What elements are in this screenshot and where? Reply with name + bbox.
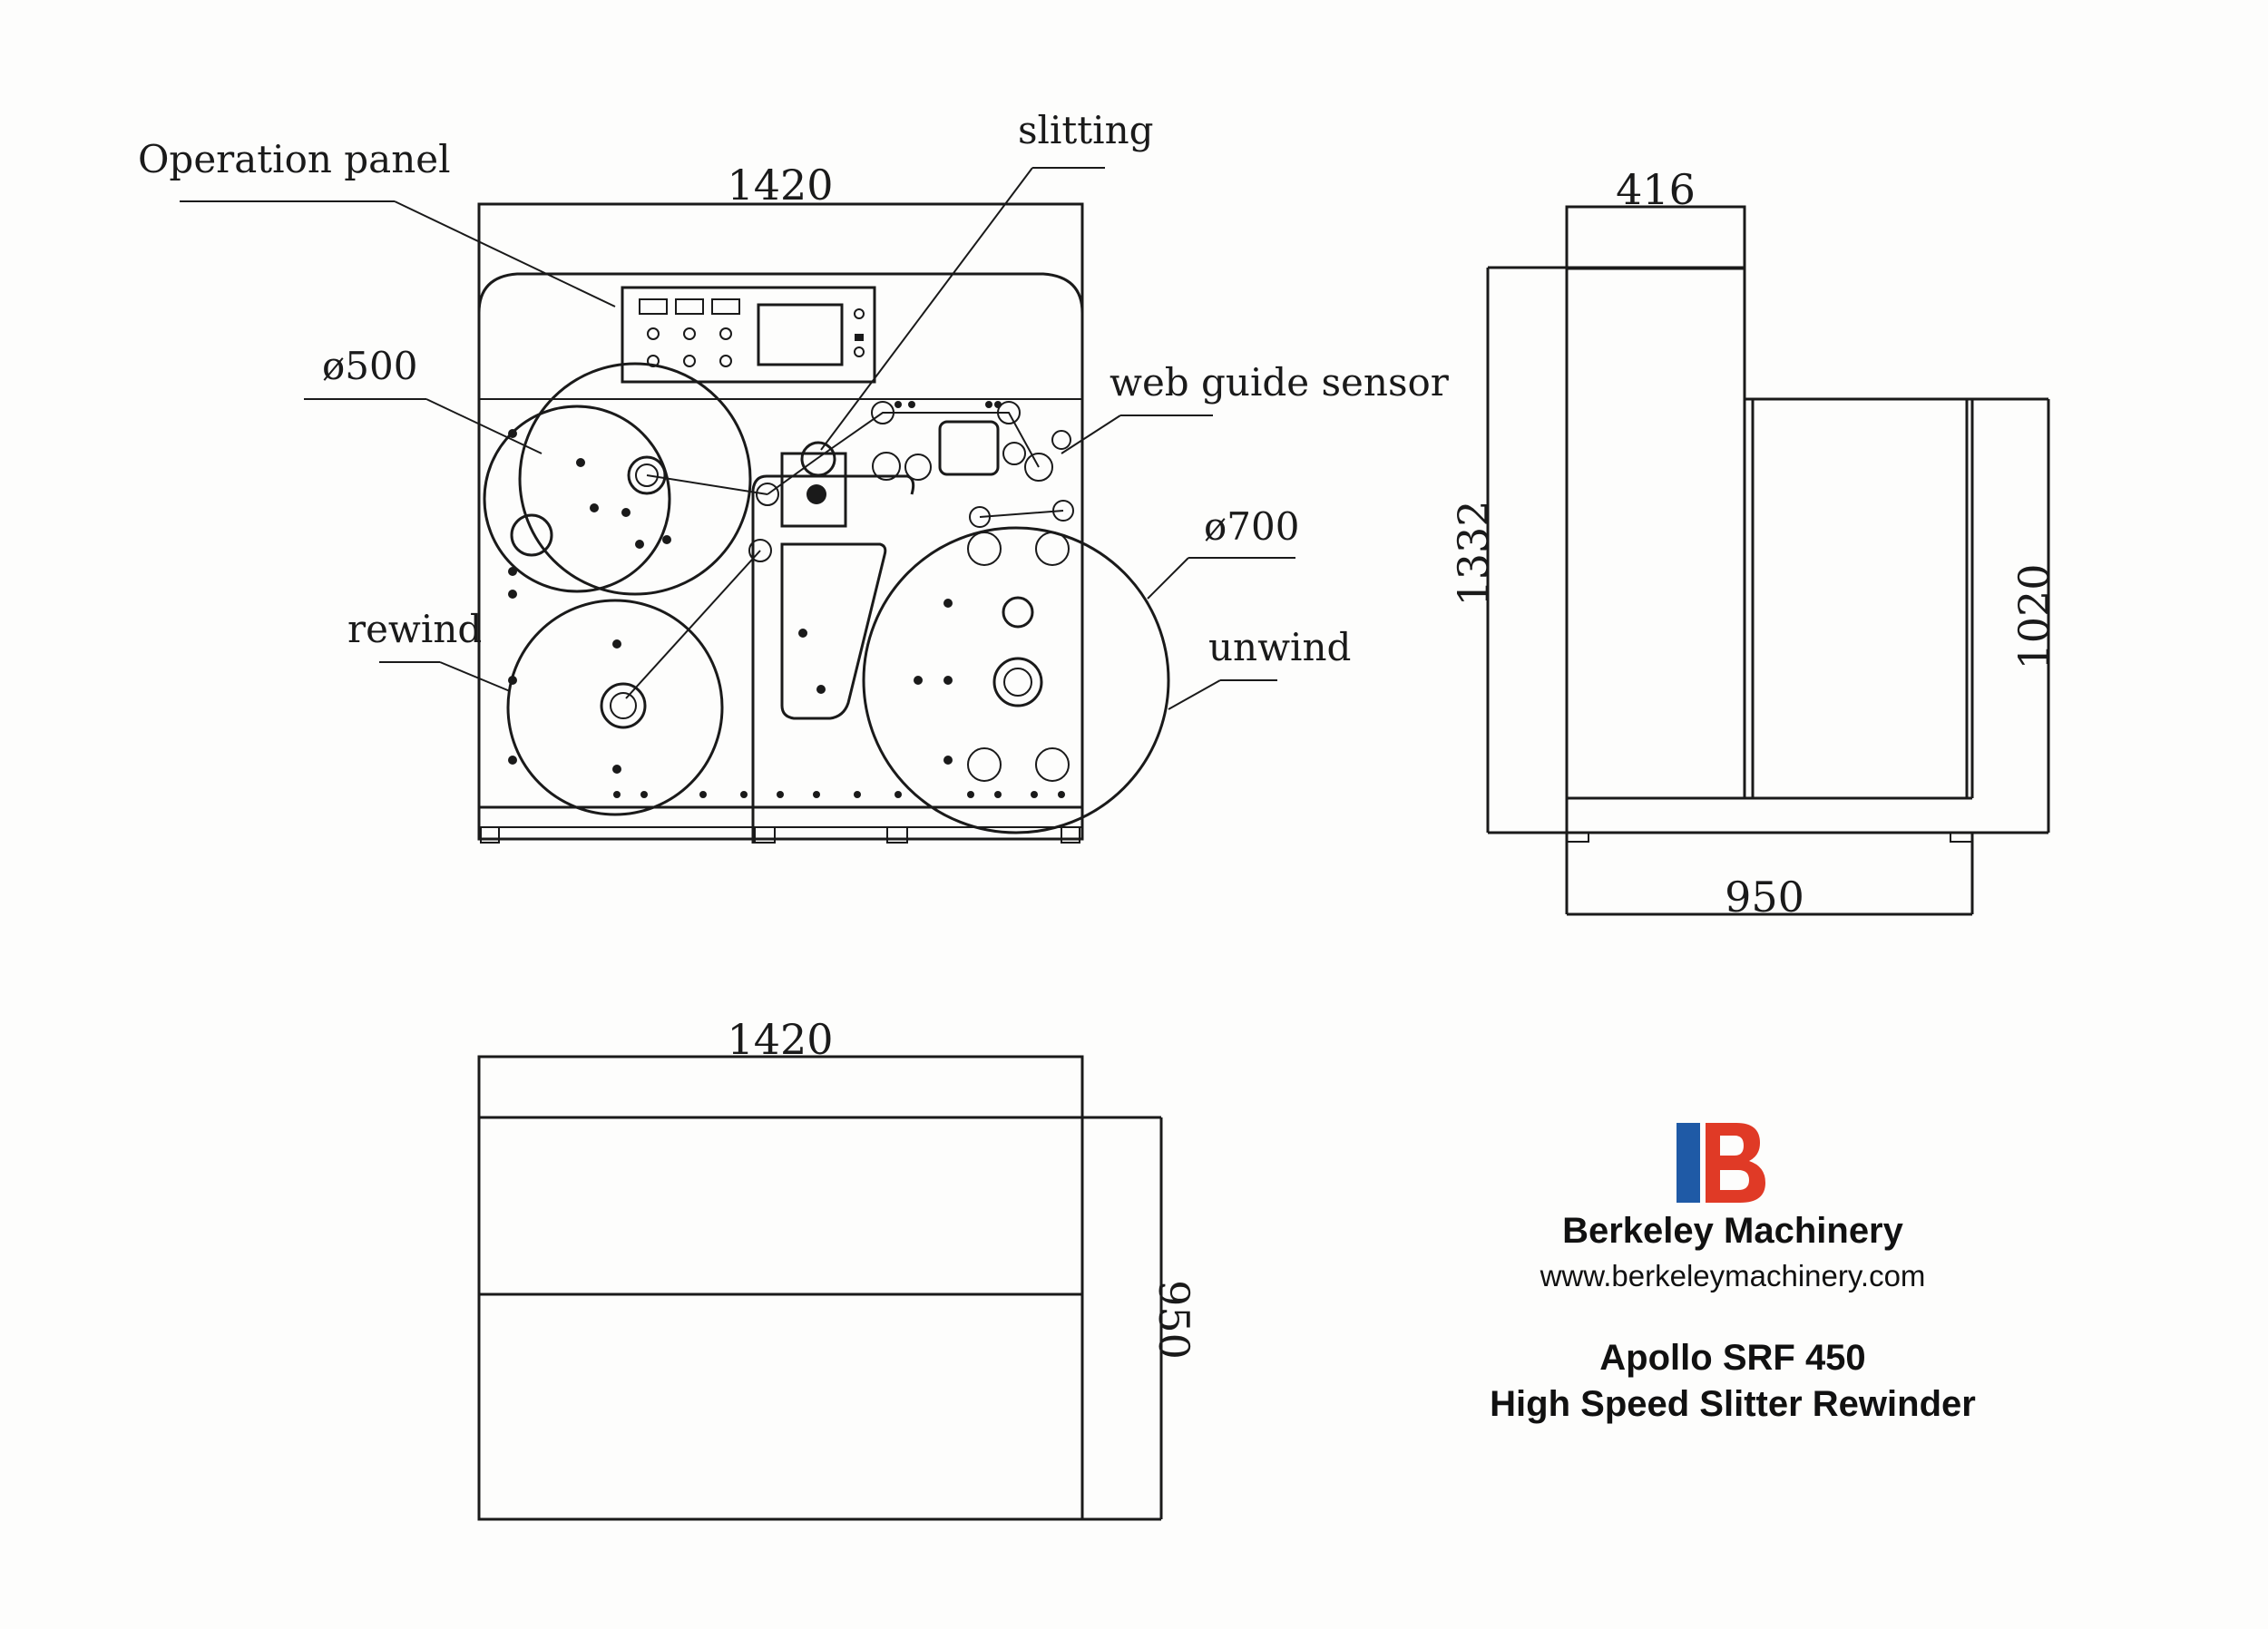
side-top-box: [1565, 205, 1746, 270]
rewind-diameter-label: ø500: [322, 344, 417, 388]
side-depth-label: 950: [1725, 873, 1804, 922]
logo-blue-bar: [1677, 1123, 1700, 1203]
upper-aux-roller: [510, 513, 553, 557]
upper-rewind-inner: [483, 405, 671, 593]
unwind-core: [992, 657, 1043, 707]
foot: [480, 826, 500, 844]
rewind-label: rewind: [347, 607, 482, 651]
model-description: High Speed Slitter Rewinder: [1490, 1384, 1976, 1424]
side-height-label: 1332: [1449, 500, 1498, 606]
side-view: 416 950 1332 1020: [1449, 165, 2058, 922]
front-view: 1420: [138, 108, 1450, 844]
foot: [886, 826, 908, 844]
company-website: www.berkeleymachinery.com: [1540, 1259, 1926, 1292]
front-width-label: 1420: [727, 161, 833, 210]
top-width-label: 1420: [727, 1015, 833, 1064]
unwind-roll: [862, 526, 1170, 834]
center-plate: [780, 542, 887, 720]
top-depth-label: 950: [1149, 1280, 1198, 1360]
berkeley-logo: [1677, 1123, 1765, 1203]
lower-rewind-roll: [506, 599, 724, 816]
side-inner-height-label: 1020: [2009, 563, 2058, 669]
web-guide-sensor-label: web guide sensor: [1110, 360, 1450, 405]
upper-rewind-roll: [518, 362, 752, 596]
slitting-knife: [800, 441, 836, 477]
web-path: [625, 412, 1064, 699]
center-frame: [751, 474, 915, 844]
model-name: Apollo SRF 450: [1599, 1338, 1866, 1378]
web-guide-box: [938, 420, 1000, 476]
slitting-label: slitting: [1018, 108, 1154, 152]
unwind-diameter-label: ø700: [1204, 504, 1299, 549]
operation-panel-label: Operation panel: [138, 137, 451, 181]
logo-red-b: [1706, 1123, 1765, 1203]
foot: [1061, 826, 1080, 844]
lower-rewind-core: [600, 682, 647, 729]
upper-rewind-core: [627, 455, 667, 495]
front-callouts: Operation panel slitting ø500 web guide …: [138, 108, 1450, 710]
top-outline: [477, 1055, 1084, 1521]
top-view: 1420 950: [477, 1015, 1198, 1521]
unwind-label: unwind: [1208, 625, 1351, 669]
panel-screen: [757, 303, 844, 366]
front-plate-holes: [508, 401, 1065, 798]
side-top-depth-label: 416: [1616, 165, 1696, 214]
slitting-unit: [780, 452, 847, 528]
foot: [754, 826, 776, 844]
front-top-cover: [477, 272, 1084, 399]
operation-panel: [621, 286, 876, 384]
company-name: Berkeley Machinery: [1562, 1211, 1903, 1251]
